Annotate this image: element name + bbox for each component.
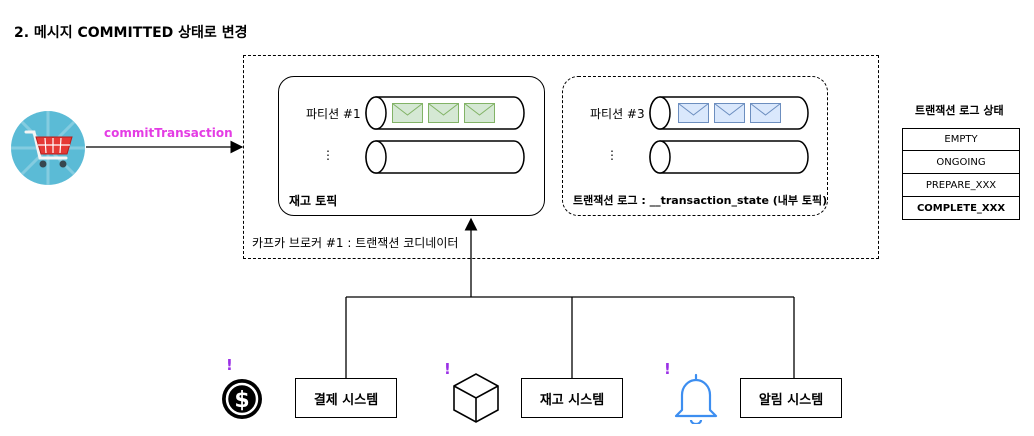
envelope-icon xyxy=(428,103,459,127)
log-empty-cylinder xyxy=(648,139,812,179)
state-row-ongoing: ONGOING xyxy=(902,151,1020,174)
state-row-complete: COMPLETE_XXX xyxy=(902,197,1020,220)
broker-label: 카프카 브로커 #1 : 트랜잭션 코디네이터 xyxy=(252,236,459,250)
bell-icon xyxy=(670,370,722,428)
state-row-empty: EMPTY xyxy=(902,128,1020,151)
envelope-icon xyxy=(464,103,495,127)
dollar-coin-icon: $ xyxy=(220,374,264,426)
stock-topic-box xyxy=(278,76,545,216)
transaction-log-label: 트랜잭션 로그 : __transaction_state (내부 토픽) xyxy=(573,194,828,207)
envelope-icon xyxy=(750,103,781,127)
state-legend-table: EMPTY ONGOING PREPARE_XXX COMPLETE_XXX xyxy=(902,128,1020,220)
shopping-cart-icon xyxy=(10,110,86,186)
broker-container xyxy=(243,55,879,259)
stock-topic-label: 재고 토픽 xyxy=(289,194,338,208)
warning-badge-icon: ! xyxy=(226,356,233,374)
topic-empty-cylinder xyxy=(364,139,528,179)
warning-badge-icon: ! xyxy=(444,360,451,378)
log-partition-label: 파티션 #3 xyxy=(590,107,645,121)
topic-ellipsis: ⋮ xyxy=(322,148,334,162)
log-ellipsis: ⋮ xyxy=(606,148,618,162)
state-row-prepare: PREPARE_XXX xyxy=(902,174,1020,197)
page-title: 2. 메시지 COMMITTED 상태로 변경 xyxy=(14,25,248,41)
state-legend-title: 트랜잭션 로그 상태 xyxy=(915,104,1004,117)
payment-system-box: 결제 시스템 xyxy=(295,378,397,418)
envelope-icon xyxy=(678,103,709,127)
transaction-log-box xyxy=(562,76,828,216)
box-icon xyxy=(450,370,502,428)
commit-transaction-label: commitTransaction xyxy=(104,126,233,140)
warning-badge-icon: ! xyxy=(664,360,671,378)
topic-partition-label: 파티션 #1 xyxy=(306,107,361,121)
stock-system-box: 재고 시스템 xyxy=(521,378,623,418)
envelope-icon xyxy=(714,103,745,127)
envelope-icon xyxy=(392,103,423,127)
svg-text:$: $ xyxy=(234,388,249,413)
alert-system-box: 알림 시스템 xyxy=(740,378,842,418)
